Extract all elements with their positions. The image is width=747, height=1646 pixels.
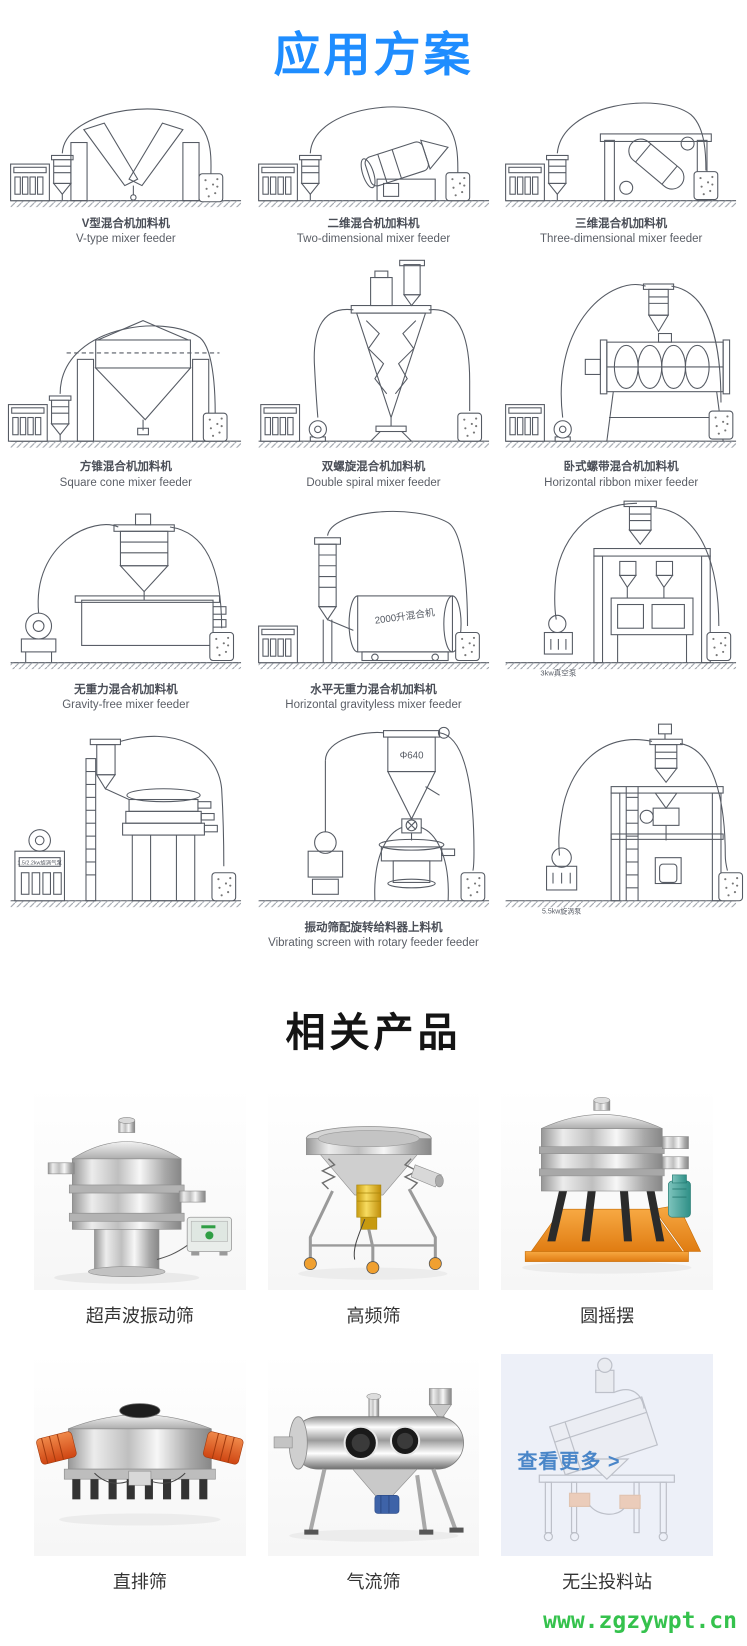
app-item-lift-column-sieve: 1.5/2.2kw旋涡气泵 (2, 722, 250, 960)
horizontal-ribbon-mixer-diagram (505, 283, 737, 448)
product-name[interactable]: 圆摇摆 (580, 1305, 635, 1326)
app-caption-zh: 双螺旋混合机加料机 (321, 461, 426, 474)
product-name[interactable]: 高频筛 (346, 1305, 401, 1326)
square-cone-mixer-diagram (7, 319, 242, 448)
app-caption-en: Three-dimensional mixer feeder (539, 233, 703, 246)
app-item-three-dimensional: 三维混合机加料机 Three-dimensional mixer feeder (497, 93, 745, 256)
app-item-frame-ladder-station: 5.5kw旋涡泵 (497, 722, 745, 960)
blower-box-label: 1.5/2.2kw旋涡气泵 (17, 858, 62, 866)
product-name[interactable]: 无尘投料站 (562, 1571, 653, 1592)
product-name[interactable]: 直排筛 (112, 1571, 167, 1592)
app-caption-zh: V型混合机加料机 (81, 217, 170, 230)
applications-grid: V型混合机加料机 V-type mixer feeder 二维混合机加料机 Tw… (0, 93, 747, 960)
app-caption-zh: 卧式螺带混合机加料机 (563, 461, 679, 474)
applications-title: 应用方案 (273, 28, 474, 81)
gravity-free-mixer-diagram (10, 514, 242, 670)
two-dimensional-mixer-diagram (257, 106, 489, 208)
round-tumbler-image (522, 1096, 702, 1274)
app-caption-en: Double spiral mixer feeder (306, 476, 441, 489)
view-more-link[interactable]: 查看更多 > (517, 1450, 621, 1473)
app-caption-zh: 振动筛配旋转给料器上料机 (304, 921, 443, 934)
app-caption-zh: 水平无重力混合机加料机 (310, 683, 437, 696)
app-caption-en: V-type mixer feeder (75, 233, 176, 246)
site-watermark: www.zgzywpt.cn (543, 1607, 737, 1634)
airflow-sieve-image (273, 1387, 464, 1542)
products-grid: 超声波振动筛 (0, 1087, 747, 1602)
app-caption-en: Horizontal ribbon mixer feeder (544, 476, 699, 489)
app-item-double-spiral: 双螺旋混合机加料机 Double spiral mixer feeder (250, 256, 498, 500)
product-photo[interactable] (267, 1087, 480, 1290)
app-caption-zh: 方锥混合机加料机 (79, 461, 172, 474)
product-photo[interactable] (267, 1353, 480, 1556)
three-dimensional-mixer-diagram (505, 102, 737, 208)
app-item-two-dimensional: 二维混合机加料机 Two-dimensional mixer feeder (250, 93, 498, 256)
vortex-pump-label: 5.5kw旋涡泵 (542, 906, 581, 915)
vibrating-screen-rotary-feeder-diagram: Φ640 (258, 726, 489, 907)
vacuum-pump-label: 3kw真空泵 (541, 668, 577, 678)
app-caption-zh: 三维混合机加料机 (575, 217, 668, 230)
product-name[interactable]: 超声波振动筛 (85, 1305, 194, 1326)
product-name[interactable]: 气流筛 (346, 1571, 401, 1592)
product-ultrasonic-vibrating-sieve[interactable]: 超声波振动筛 (34, 1087, 246, 1336)
cyclone-diameter-label: Φ640 (399, 750, 424, 761)
app-caption-en: Vibrating screen with rotary feeder feed… (268, 937, 479, 950)
product-dust-free-feeding-station[interactable]: 查看更多 > 无尘投料站 (501, 1353, 713, 1602)
app-item-horizontal-gravityless: 2000升混合机 水平无重力混合机加料机 Horizontal gravityl… (250, 499, 498, 721)
app-item-v-type: V型混合机加料机 V-type mixer feeder (2, 93, 250, 256)
frame-ladder-station-diagram: 5.5kw旋涡泵 (505, 723, 744, 915)
app-item-vibrating-rotary: Φ640 振动筛配旋转给料器上料机 Vibrating screen with … (250, 722, 498, 960)
product-photo[interactable] (501, 1087, 713, 1290)
frame-packing-station-diagram: 3kw真空泵 (505, 501, 737, 678)
product-photo[interactable]: 查看更多 > (501, 1353, 713, 1556)
v-type-mixer-diagram (10, 108, 242, 208)
app-item-square-cone: 方锥混合机加料机 Square cone mixer feeder (2, 256, 250, 500)
app-caption-en: Horizontal gravityless mixer feeder (285, 699, 462, 712)
product-high-frequency-sieve[interactable]: 高频筛 (267, 1087, 480, 1336)
app-caption-en: Gravity-free mixer feeder (62, 699, 190, 712)
direct-discharge-sieve-image (36, 1402, 244, 1526)
high-frequency-sieve-image (297, 1125, 448, 1280)
related-products-title: 相关产品 (285, 1010, 462, 1055)
app-item-packing-frame: 3kw真空泵 (497, 499, 745, 721)
ultrasonic-sieve-image (47, 1116, 232, 1284)
product-photo[interactable] (34, 1087, 246, 1290)
product-round-tumbler-sieve[interactable]: 圆摇摆 (501, 1087, 713, 1336)
product-airflow-sieve[interactable]: 气流筛 (267, 1353, 480, 1602)
app-item-gravity-free: 无重力混合机加料机 Gravity-free mixer feeder (2, 499, 250, 721)
app-caption-zh: 无重力混合机加料机 (74, 683, 178, 696)
dust-free-station-image (539, 1357, 676, 1542)
product-photo[interactable] (34, 1353, 246, 1556)
horizontal-gravityless-mixer-diagram: 2000升混合机 (257, 511, 489, 670)
app-caption-zh: 二维混合机加料机 (327, 217, 420, 230)
product-direct-discharge-sieve[interactable]: 直排筛 (34, 1353, 246, 1602)
app-caption-en: Square cone mixer feeder (59, 476, 192, 489)
app-caption-en: Two-dimensional mixer feeder (296, 233, 451, 246)
app-item-horizontal-ribbon: 卧式螺带混合机加料机 Horizontal ribbon mixer feede… (497, 256, 745, 500)
lift-column-sieve-diagram: 1.5/2.2kw旋涡气泵 (10, 735, 242, 907)
double-spiral-mixer-diagram (258, 259, 489, 448)
